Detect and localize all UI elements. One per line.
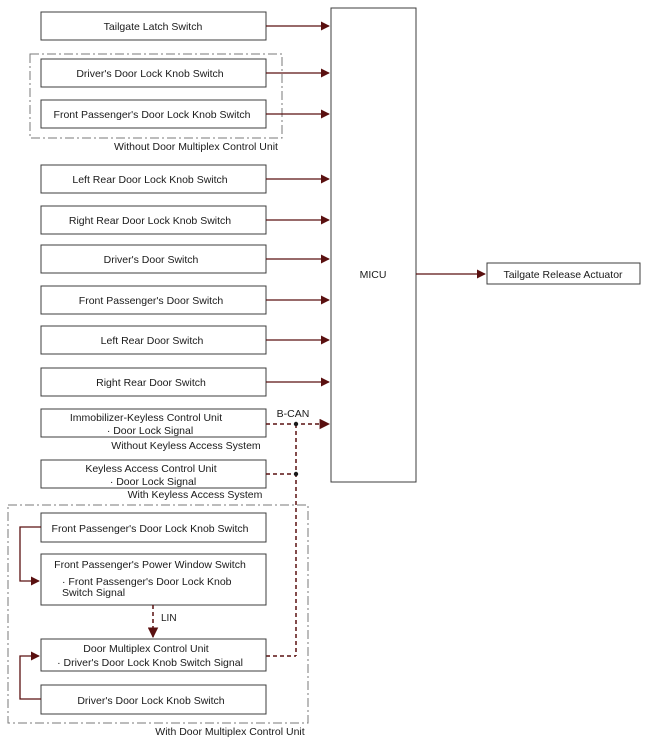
micu-label: MICU <box>360 269 387 281</box>
immobilizer-caption: Without Keyless Access System <box>111 440 261 452</box>
switch-8: Right Rear Door Switch <box>40 367 330 397</box>
fp-power-window-sub2: Switch Signal <box>62 587 125 599</box>
keyless-caption: With Keyless Access System <box>128 489 263 501</box>
bcan-junction-dot <box>293 421 299 427</box>
drivers-door-lock-knob-box <box>40 684 267 715</box>
fp-power-window-title: Front Passenger's Power Window Switch <box>54 559 246 571</box>
micu-box <box>330 7 417 483</box>
switch-label: Right Rear Door Lock Knob Switch <box>69 215 231 227</box>
fp-power-window-box <box>40 553 267 606</box>
switch-5: Driver's Door Switch <box>40 244 330 274</box>
lin-label: LIN <box>161 613 177 624</box>
switch-7: Left Rear Door Switch <box>40 325 330 355</box>
immobilizer-unit-box <box>40 408 267 438</box>
immobilizer-unit-title: Immobilizer-Keyless Control Unit <box>70 412 222 424</box>
switch-label: Tailgate Latch Switch <box>104 21 203 33</box>
switch-3: Left Rear Door Lock Knob Switch <box>40 164 330 194</box>
tailgate-release-actuator-box <box>486 262 641 285</box>
fp-door-lock-knob-box <box>40 512 267 543</box>
door-multiplex-unit-sub: · Driver's Door Lock Knob Switch Signal <box>57 657 243 669</box>
switch-label: Front Passenger's Door Lock Knob Switch <box>54 109 251 121</box>
switch-label: Driver's Door Lock Knob Switch <box>76 68 223 80</box>
door-multiplex-unit-title: Door Multiplex Control Unit <box>83 643 209 655</box>
switch-6: Front Passenger's Door Switch <box>40 285 330 315</box>
without-multiplex-group-outline <box>29 53 283 139</box>
switch-label: Front Passenger's Door Switch <box>79 295 224 307</box>
tailgate-release-actuator-label: Tailgate Release Actuator <box>503 269 623 281</box>
drivers-door-lock-knob-label: Driver's Door Lock Knob Switch <box>77 695 224 707</box>
switch-0: Tailgate Latch Switch <box>40 11 330 41</box>
immobilizer-unit-sub: · Door Lock Signal <box>107 425 193 437</box>
with-multiplex-caption: With Door Multiplex Control Unit <box>155 726 304 738</box>
with-multiplex-group-outline <box>7 504 309 724</box>
drv-knob-to-dmcu-connector <box>19 651 41 700</box>
fp-power-window-sub1: · Front Passenger's Door Lock Knob <box>62 576 232 588</box>
bcan-junction-dot <box>293 471 299 477</box>
switch-label: Left Rear Door Lock Knob Switch <box>72 174 227 186</box>
switch-label: Left Rear Door Switch <box>101 335 204 347</box>
bcan-label: B-CAN <box>277 408 310 420</box>
fp-knob-to-window-connector <box>19 526 41 586</box>
switch-label: Driver's Door Switch <box>104 254 199 266</box>
keyless-unit-sub: · Door Lock Signal <box>110 476 196 488</box>
without-multiplex-caption: Without Door Multiplex Control Unit <box>114 141 278 153</box>
keyless-unit-title: Keyless Access Control Unit <box>85 463 216 475</box>
keyless-unit-box <box>40 459 267 489</box>
switch-label: Right Rear Door Switch <box>96 377 206 389</box>
switch-2: Front Passenger's Door Lock Knob Switch <box>40 99 330 129</box>
fp-door-lock-knob-label: Front Passenger's Door Lock Knob Switch <box>52 523 249 535</box>
door-multiplex-unit-box <box>40 638 267 672</box>
switch-1: Driver's Door Lock Knob Switch <box>40 58 330 88</box>
switch-4: Right Rear Door Lock Knob Switch <box>40 205 330 235</box>
